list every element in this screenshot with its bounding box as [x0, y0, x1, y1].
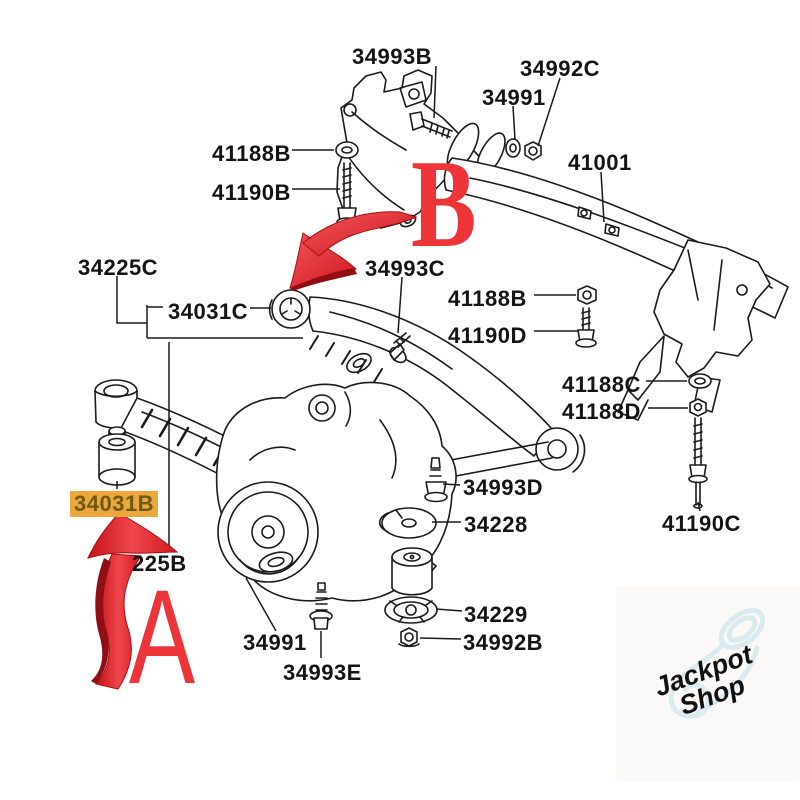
- part-label-41190d: 41190D: [448, 323, 527, 348]
- washer-41188b-left-icon: [335, 141, 359, 159]
- part-label-34993b: 34993B: [352, 44, 433, 69]
- marker-letter-a: A: [129, 563, 196, 712]
- washer-34228-icon: [379, 507, 437, 539]
- nut-41188b-right-icon: [577, 285, 597, 305]
- marker-letter-b: B: [411, 135, 477, 274]
- bolt-34993e-icon: [309, 582, 333, 630]
- part-label-34992b: 34992B: [463, 630, 544, 655]
- part-label-34031b-highlighted: 34031B: [70, 491, 159, 517]
- part-label-34991-top: 34991: [482, 85, 546, 110]
- part-label-34993e: 34993E: [283, 660, 362, 685]
- part-label-41188b-right: 41188B: [448, 286, 527, 311]
- arm-bushing-art: [391, 547, 433, 596]
- part-label-41188b-left: 41188B: [212, 141, 291, 166]
- bolt-34993c-icon: [389, 332, 411, 364]
- washer-41188c-icon: [688, 373, 712, 389]
- part-label-34225c: 34225C: [78, 255, 159, 280]
- washer-34991-icon: [505, 138, 521, 158]
- part-label-41190b: 41190B: [212, 180, 291, 205]
- grommet-34229-icon: [384, 596, 438, 624]
- part-label-41188d: 41188D: [562, 399, 641, 424]
- part-label-41001: 41001: [568, 150, 632, 175]
- arrow-a-icon: [87, 512, 179, 690]
- part-label-41190c: 41190C: [662, 511, 741, 536]
- part-label-34993d: 34993D: [463, 475, 544, 500]
- part-label-34031c: 34031C: [168, 299, 249, 324]
- bolt-41190d-icon: [575, 307, 597, 348]
- nut-41188d-icon: [689, 398, 707, 417]
- part-label-34228: 34228: [464, 512, 528, 537]
- bolt-34993b-icon: [409, 111, 453, 139]
- bushing-34031c-icon: [268, 289, 311, 329]
- nut-34992c-icon: [524, 141, 542, 161]
- nut-34992b-icon: [398, 627, 420, 648]
- differential-art: [215, 381, 457, 602]
- upper-arm-art: [307, 296, 586, 479]
- bolt-34993d-icon: [424, 457, 448, 503]
- arrow-b-icon: [289, 211, 418, 291]
- part-label-41188c: 41188C: [562, 372, 641, 397]
- part-label-34992c: 34992C: [520, 56, 601, 81]
- watermark-logo: Jackpot Shop: [616, 586, 800, 781]
- bushing-34031b-icon: [98, 426, 136, 486]
- watermark-background: [616, 586, 800, 781]
- part-label-34229: 34229: [464, 602, 528, 627]
- part-label-34993c: 34993C: [365, 256, 446, 281]
- leader-lines: [116, 65, 701, 658]
- part-label-34991-bottom: 34991: [243, 630, 307, 655]
- bolt-41190c-icon: [688, 417, 708, 509]
- part-label-34225b-partial: 225B: [132, 551, 187, 576]
